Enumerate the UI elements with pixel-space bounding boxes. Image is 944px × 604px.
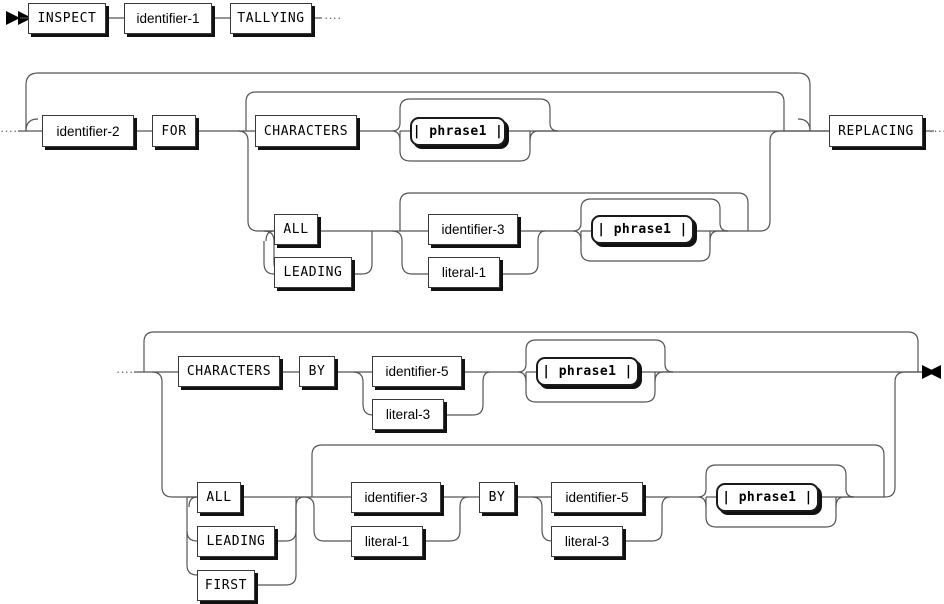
row1-tracks: ···· [6,10,341,25]
node-identifier-3b: identifier-3 [351,482,441,513]
node-literal-1b: literal-1 [351,526,423,557]
node-characters-2: CHARACTERS [178,356,280,387]
node-for: FOR [152,115,196,147]
node-literal-3a: literal-3 [372,399,444,430]
node-leading-2: LEADING [197,526,275,557]
node-replacing: REPLACING [829,115,923,147]
end-arrow-icon-2 [927,365,941,379]
node-identifier-5a: identifier-5 [372,356,462,387]
row1-continuation-dots: ···· [324,10,341,25]
node-identifier-1: identifier-1 [124,3,212,34]
node-characters-1: CHARACTERS [255,115,357,147]
node-phrase1-c: | phrase1 | [536,357,639,386]
node-tallying: TALLYING [230,3,312,34]
row2-tracks: ···· [0,72,944,275]
node-first: FIRST [197,570,255,601]
start-arrow-icon [6,11,20,25]
node-phrase1-d: | phrase1 | [716,483,819,512]
node-identifier-3a: identifier-3 [428,214,518,245]
node-literal-1a: literal-1 [428,257,500,288]
node-phrase1-b: | phrase1 | [591,215,694,244]
node-by-2: BY [479,482,515,513]
node-by-1: BY [299,356,335,387]
row3-tracks: ···· [116,331,941,586]
node-identifier-5b: identifier-5 [551,482,643,513]
node-all-1: ALL [274,214,318,245]
node-literal-3b: literal-3 [551,526,623,557]
node-phrase1-a: | phrase1 | [410,117,506,146]
row2-continuation-dots-right: ···· [929,123,944,138]
node-leading-1: LEADING [274,257,352,288]
node-identifier-2: identifier-2 [42,115,134,147]
row3-continuation-dots-left: ···· [116,364,133,379]
row2-continuation-dots-left: ···· [0,123,17,138]
node-all-2: ALL [197,482,241,513]
node-inspect: INSPECT [28,3,106,34]
